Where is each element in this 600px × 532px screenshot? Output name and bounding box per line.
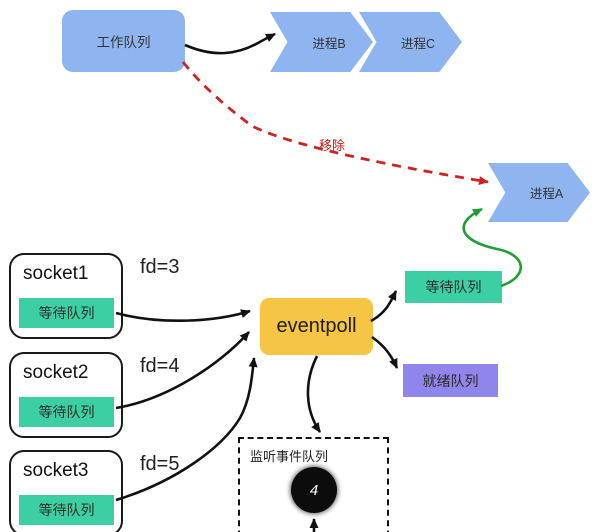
arrow-workqueue-to-processb bbox=[184, 32, 276, 55]
socket1-wait-queue: 等待队列 bbox=[19, 298, 114, 328]
arrow-eventpoll-to-readyqueue bbox=[371, 335, 399, 369]
socket1-fd-label: fd=3 bbox=[140, 256, 180, 278]
arrow-eventpoll-to-listenqueue bbox=[306, 355, 322, 433]
listen-event-node-value: 4 bbox=[309, 481, 319, 499]
node-work-queue: 工作队列 bbox=[62, 10, 185, 72]
node-ready-queue: 就绪队列 bbox=[403, 364, 498, 397]
socket1-title: socket1 bbox=[23, 263, 89, 284]
socket2-title: socket2 bbox=[23, 362, 89, 383]
node-wait-queue: 等待队列 bbox=[405, 271, 502, 303]
arrow-remove-dashed bbox=[181, 61, 489, 185]
listen-event-queue-label: 监听事件队列 bbox=[250, 449, 329, 464]
node-ready-queue-label: 就绪队列 bbox=[422, 372, 479, 389]
arrow-socket2-to-eventpoll bbox=[115, 331, 250, 410]
socket2-fd-label: fd=4 bbox=[140, 355, 180, 377]
node-work-queue-label: 工作队列 bbox=[96, 35, 151, 50]
socket1-wait-queue-label: 等待队列 bbox=[38, 305, 95, 321]
node-process-a-label: 进程A bbox=[529, 187, 564, 201]
node-eventpoll: eventpoll bbox=[260, 298, 373, 355]
node-socket1: socket1 等待队列 bbox=[9, 253, 123, 339]
socket2-wait-queue-label: 等待队列 bbox=[38, 404, 95, 420]
node-process-c: 进程C bbox=[359, 12, 462, 72]
arrow-socket3-to-eventpoll bbox=[115, 357, 258, 502]
arrow-eventpoll-to-waitqueue bbox=[370, 290, 398, 323]
socket3-wait-queue-label: 等待队列 bbox=[38, 502, 95, 518]
node-wait-queue-label: 等待队列 bbox=[425, 279, 482, 295]
node-process-b: 进程B bbox=[270, 12, 373, 72]
socket3-wait-queue: 等待队列 bbox=[19, 495, 114, 525]
node-process-a: 进程A bbox=[488, 163, 590, 222]
node-socket2: socket2 等待队列 bbox=[9, 352, 123, 438]
node-process-b-label: 进程B bbox=[312, 36, 346, 51]
socket3-title: socket3 bbox=[23, 460, 89, 481]
socket2-wait-queue: 等待队列 bbox=[19, 397, 114, 427]
remove-arrow-label: 移除 bbox=[319, 138, 346, 153]
arrow-socket1-to-eventpoll bbox=[115, 309, 251, 322]
node-socket3: socket3 等待队列 bbox=[9, 450, 123, 532]
listen-event-node: 4 bbox=[291, 467, 337, 513]
node-eventpoll-label: eventpoll bbox=[276, 315, 357, 337]
socket3-fd-label: fd=5 bbox=[140, 453, 180, 475]
node-process-c-label: 进程C bbox=[400, 36, 436, 51]
